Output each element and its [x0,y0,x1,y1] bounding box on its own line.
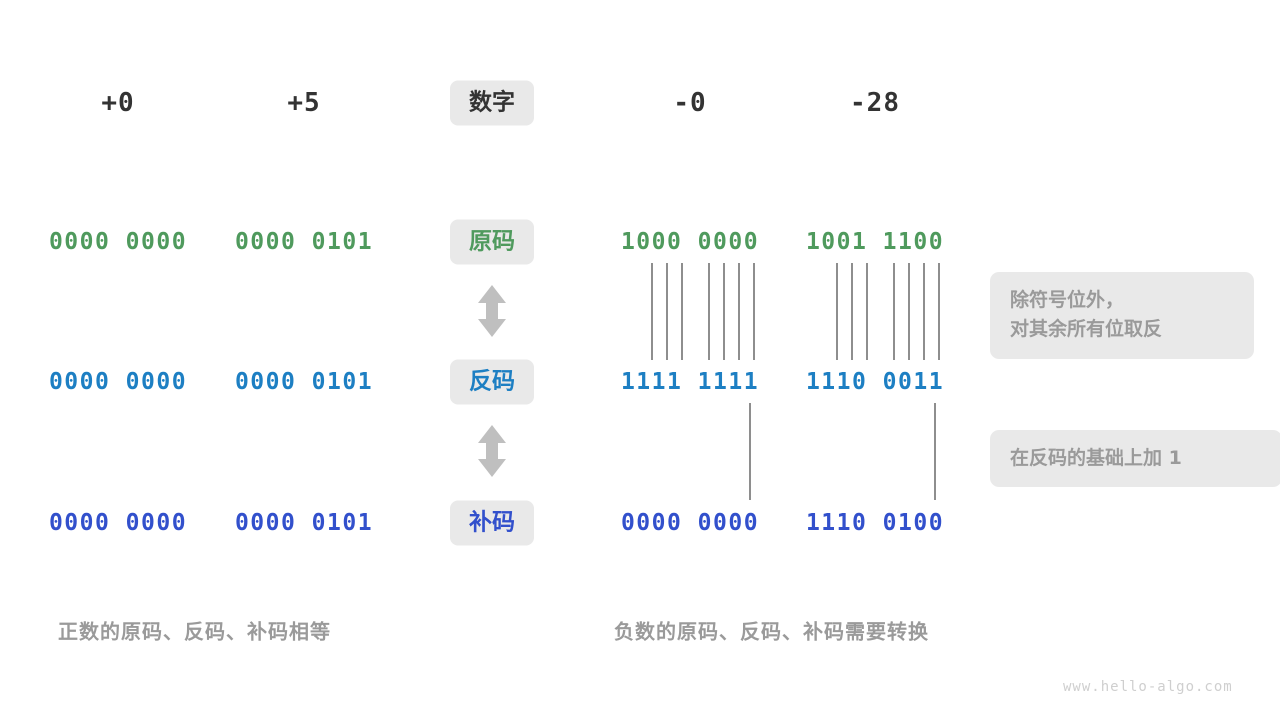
watermark: www.hello-algo.com [1063,679,1233,695]
column-header-minus-zero: -0 [673,88,707,118]
bits-twos-complement-minus-zero: 0000 0000 [620,510,760,536]
row-label-ones-complement: 反码 [450,359,534,405]
column-header-plus-five: +5 [287,88,321,118]
row-label-twos-complement: 补码 [450,500,534,546]
bits-twos-complement-plus-five: 0000 0101 [234,510,374,536]
note-add-one: 在反码的基础上加 1 [990,430,1280,488]
invert-bit-connector [681,263,683,360]
caption-positive: 正数的原码、反码、补码相等 [58,619,331,644]
invert-bit-connector [866,263,868,360]
invert-bit-connector [893,263,895,360]
row-label-number: 数字 [450,80,534,126]
bits-true-form-minus-zero: 1000 0000 [620,229,760,255]
invert-bit-connector [651,263,653,360]
invert-bit-connector [836,263,838,360]
invert-bit-connector [851,263,853,360]
invert-bit-connector [666,263,668,360]
invert-bit-connector [938,263,940,360]
bits-twos-complement-plus-zero: 0000 0000 [48,510,188,536]
bits-ones-complement-plus-five: 0000 0101 [234,369,374,395]
bits-twos-complement-minus-twentyeight: 1110 0100 [805,510,945,536]
add-one-connector [749,403,751,500]
row-label-true-form: 原码 [450,219,534,265]
invert-bit-connector [908,263,910,360]
caption-negative: 负数的原码、反码、补码需要转换 [614,619,929,644]
bits-ones-complement-plus-zero: 0000 0000 [48,369,188,395]
invert-bit-connector [753,263,755,360]
bits-ones-complement-minus-twentyeight: 1110 0011 [805,369,945,395]
note-invert-bits: 除符号位外， 对其余所有位取反 [990,272,1254,359]
bits-true-form-minus-twentyeight: 1001 1100 [805,229,945,255]
add-one-connector [934,403,936,500]
column-header-plus-zero: +0 [101,88,135,118]
arrow-true-to-ones-icon [475,284,509,342]
invert-bit-connector [723,263,725,360]
bits-true-form-plus-five: 0000 0101 [234,229,374,255]
invert-bit-connector [708,263,710,360]
arrow-ones-to-twos-icon [475,424,509,482]
bits-ones-complement-minus-zero: 1111 1111 [620,369,760,395]
column-header-minus-twentyeight: -28 [850,88,900,118]
bits-true-form-plus-zero: 0000 0000 [48,229,188,255]
invert-bit-connector [923,263,925,360]
invert-bit-connector [738,263,740,360]
